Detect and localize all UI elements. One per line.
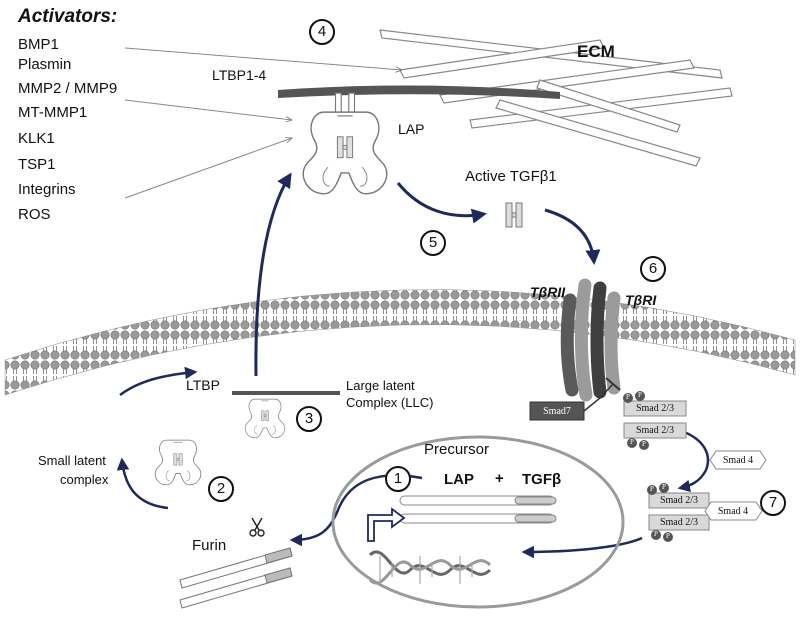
dna-helix-icon	[368, 550, 492, 585]
active-tgfb1-dimer	[505, 202, 523, 228]
scissors-icon	[249, 517, 265, 537]
pathway-arrows	[116, 172, 710, 559]
phospho-p-8: P	[666, 532, 670, 540]
ltbp-label: LTBP	[186, 377, 220, 393]
phospho-p-3: P	[630, 438, 634, 446]
activators-title: Activators:	[18, 6, 118, 27]
smad-shapes	[623, 391, 767, 542]
small-latent-label-line2: complex	[60, 472, 109, 487]
smad23-label-3: Smad 2/3	[659, 495, 699, 506]
smad7-inhibition-line	[583, 383, 614, 412]
smad23-label-2: Smad 2/3	[635, 425, 675, 436]
llc-complex	[244, 398, 286, 439]
activator-klk1: KLK1	[18, 130, 55, 147]
step-2-marker: 2	[208, 476, 234, 502]
lap-label-top: LAP	[398, 121, 425, 137]
activator-integrins: Integrins	[18, 181, 76, 198]
lap-label-nucleus: LAP	[444, 471, 474, 488]
phospho-p-5: P	[650, 485, 654, 493]
ltbp1-4-label: LTBP1-4	[212, 67, 267, 83]
activator-bmp1: BMP1	[18, 36, 59, 53]
activator-pointers	[124, 47, 402, 199]
activator-mt-mmp1: MT-MMP1	[18, 104, 88, 121]
tbri-label: TβRI	[625, 292, 657, 308]
tgfb-receptors	[560, 278, 621, 402]
ltbp1-4-bar	[278, 85, 560, 99]
step-4-marker: 4	[309, 19, 335, 45]
precursor-label: Precursor	[424, 441, 490, 458]
step-7-marker: 7	[760, 490, 786, 516]
furin-cleaved-precursors	[179, 547, 293, 609]
ecm-fibers	[379, 29, 733, 167]
transcription-arrow-icon	[367, 507, 406, 542]
smad4-label-1: Smad 4	[722, 455, 754, 466]
ecm-label: ECM	[577, 42, 615, 61]
phospho-p-4: P	[642, 440, 646, 448]
smad23-label-1: Smad 2/3	[635, 403, 675, 414]
llc-ltbp-bar	[232, 391, 340, 395]
smad7-label: Smad7	[543, 406, 571, 417]
step-6-marker: 6	[640, 256, 666, 282]
furin-label: Furin	[192, 537, 227, 554]
activator-mmp2-mmp9: MMP2 / MMP9	[18, 80, 118, 97]
step-5-marker: 5	[420, 230, 446, 256]
nucleus	[331, 435, 625, 609]
activator-ros: ROS	[18, 206, 51, 223]
small-latent-complex	[154, 439, 202, 486]
step-3-marker: 3	[296, 406, 322, 432]
phospho-p-7: P	[654, 530, 658, 538]
small-latent-label-line1: Small latent	[38, 453, 106, 468]
phospho-p-1: P	[626, 393, 630, 401]
activator-plasmin: Plasmin	[18, 56, 72, 73]
llc-label-line2: Complex (LLC)	[346, 395, 434, 410]
phospho-p-6: P	[662, 483, 666, 491]
active-tgfb1-label: Active TGFβ1	[465, 168, 557, 185]
activator-tsp1: TSP1	[18, 156, 56, 173]
step-1-marker: 1	[385, 466, 411, 492]
smad23-label-4: Smad 2/3	[659, 517, 699, 528]
tgfb-label-nucleus: TGFβ	[522, 471, 562, 488]
smad4-label-2: Smad 4	[717, 506, 749, 517]
lap-complex-top	[302, 92, 388, 195]
precursor-molecules	[399, 495, 557, 524]
llc-label-line1: Large latent	[346, 378, 415, 393]
tbrii-label: TβRII	[530, 284, 566, 300]
phospho-p-2: P	[638, 391, 642, 399]
plus-sign: +	[495, 470, 504, 487]
